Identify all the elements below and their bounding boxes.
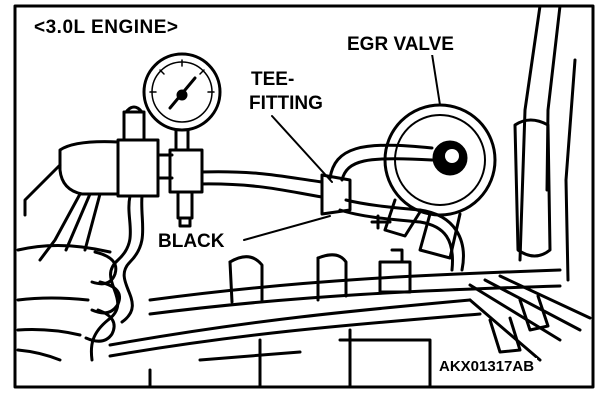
figure-border <box>13 4 595 389</box>
vacuum-gauge <box>142 52 222 228</box>
hand-outline <box>16 244 121 362</box>
egr-leader <box>431 53 441 106</box>
black-leader <box>243 215 331 241</box>
vertical-pipes <box>513 4 577 282</box>
engine-title: <3.0L ENGINE> <box>34 17 179 38</box>
engine-manifold <box>108 248 592 389</box>
black-hose-label: BLACK <box>156 231 227 252</box>
egr-valve-body <box>370 103 497 260</box>
tee-fitting-label-line2: FITTING <box>247 93 325 114</box>
figure-code: AKX01317AB <box>436 358 538 375</box>
hand-vacuum-pump <box>23 105 174 362</box>
tee-fitting-label-line1: TEE- <box>249 69 297 90</box>
tee-leader <box>271 115 333 183</box>
vacuum-hoses <box>198 143 465 272</box>
leader-lines <box>243 53 441 241</box>
egr-valve-label: EGR VALVE <box>345 34 456 55</box>
